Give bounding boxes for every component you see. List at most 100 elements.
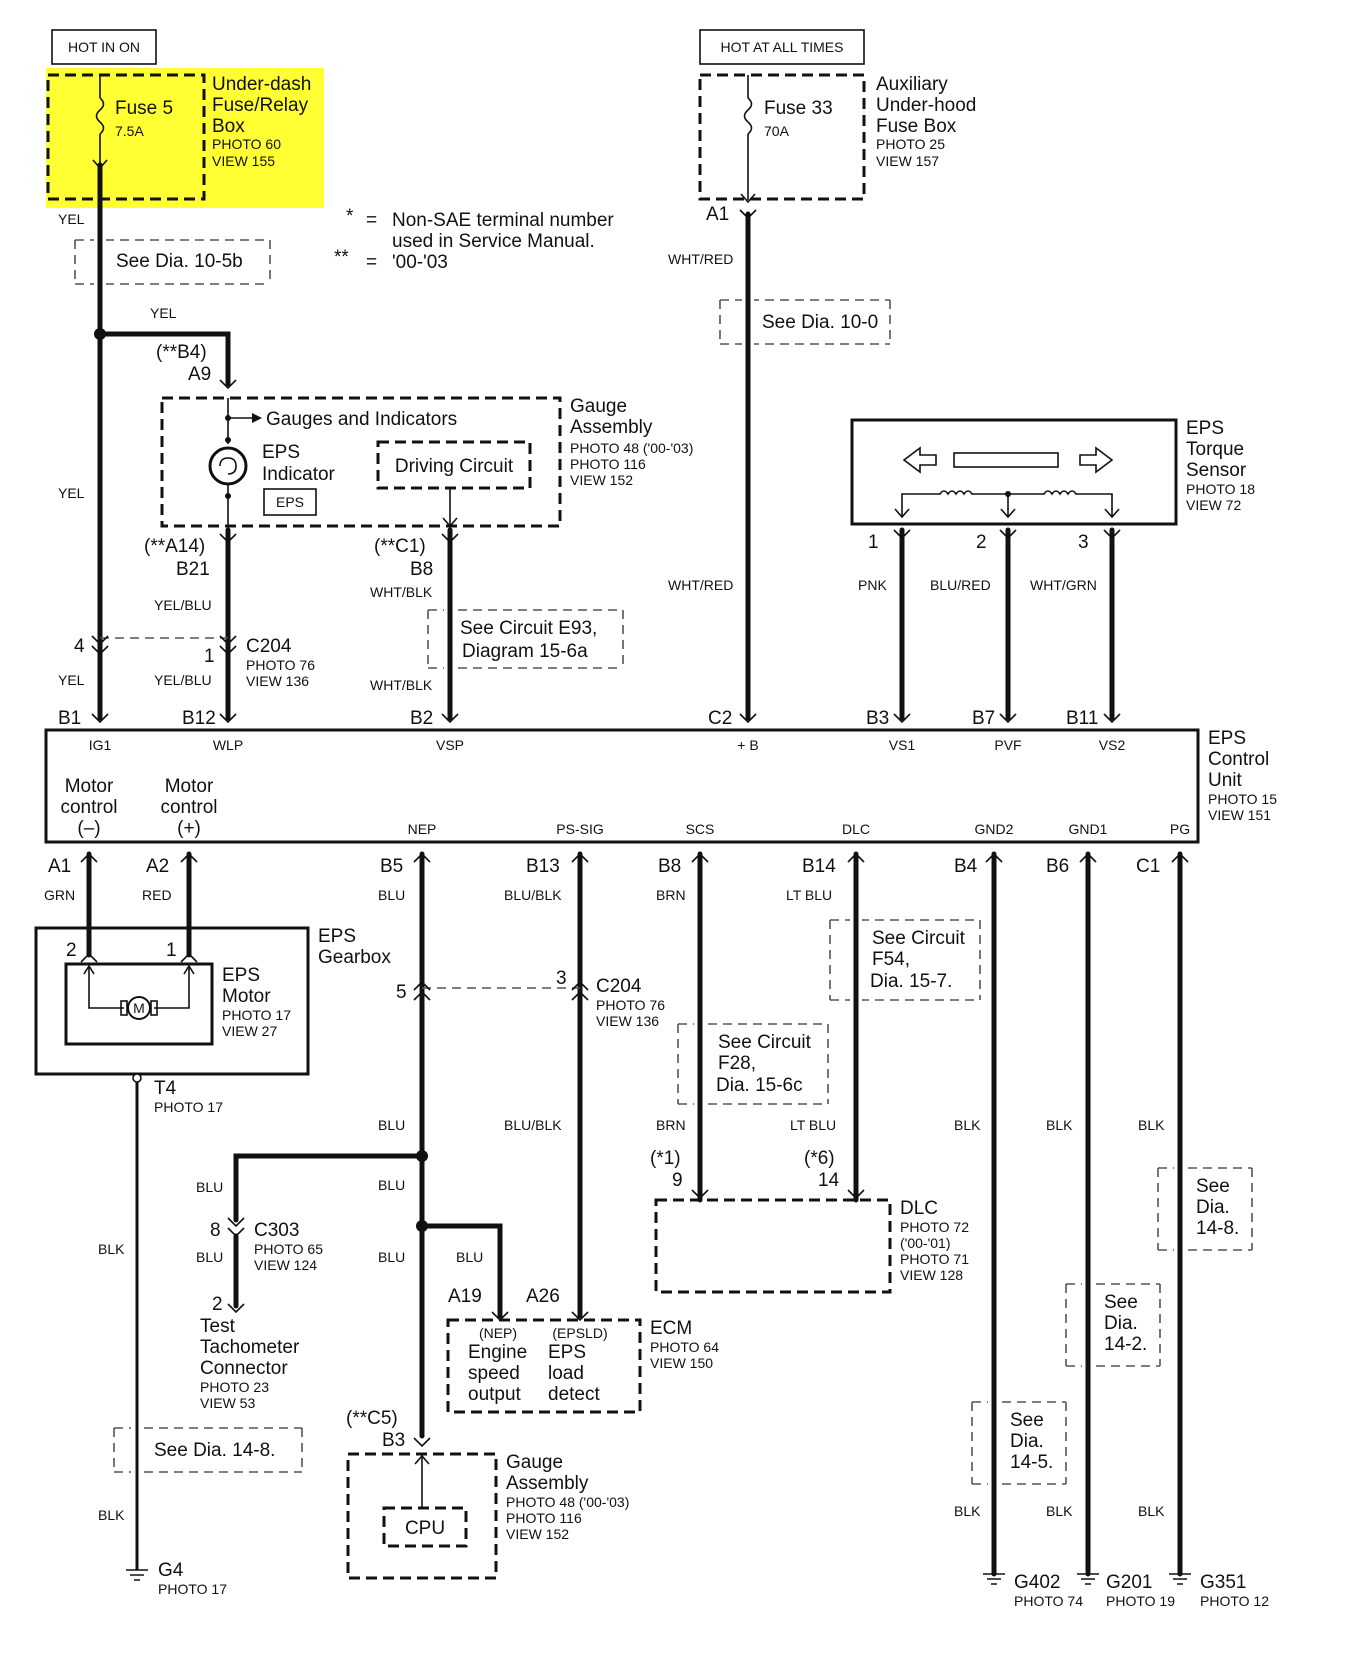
c303-view: VIEW 124 [254,1257,317,1273]
ecu-top-fork-b2 [441,713,459,724]
dlc-name: DLC [900,1198,938,1219]
wire-label-wht-red-2: WHT/RED [668,577,733,593]
eps-badge: EPS [276,494,304,510]
fuse-33-photo: PHOTO 25 [876,136,945,152]
gauge-b8-pin: B8 [410,559,433,580]
ref-f28-box [677,1023,829,1105]
ecu-motor-minus-1: Motor [65,776,114,797]
wire-label-pnk: PNK [858,577,887,593]
ground-g4-photo: PHOTO 17 [158,1581,227,1597]
note-star: * [346,206,354,227]
ecu-top-pin-c2: C2 [708,708,732,729]
gauge-internal-node-2 [225,437,231,443]
gauge-top-name-1: Gauge [570,396,627,417]
gauge-cpu-arrow [414,1454,430,1465]
eps-motor-name-1: EPS [222,965,260,986]
torque-sensor-pin-1: 1 [868,532,879,553]
ecu-top-pins: B1 IG1 B12 WLP B2 VSP C2 + B B3 VS1 B7 P… [58,708,1125,753]
fuse-33-view: VIEW 157 [876,153,939,169]
ecu-top-signal-wlp: WLP [213,737,243,753]
ecu-view: VIEW 151 [1208,807,1271,823]
c204-bottom-photo: PHOTO 76 [596,997,665,1013]
wire-label-blu-ecm: BLU [456,1249,483,1265]
ecu-name-3: Unit [1208,770,1243,791]
gauge-top-name-2: Assembly [570,417,653,438]
gearbox-t4: T4 [154,1078,177,1099]
eps-motor-box [64,962,214,1046]
ref-dia-14-2-see: See [1104,1292,1138,1313]
wire-label-blu-red: BLU/RED [930,577,991,593]
wire-label-lt-blu-2: LT BLU [790,1117,836,1133]
ref-dia-14-8-left-box [113,1427,303,1473]
tach-view: VIEW 53 [200,1395,255,1411]
tach-label-1: Test [200,1316,236,1337]
ref-dia-14-5-see: See [1010,1410,1044,1431]
gearbox-pin-1: 1 [166,940,177,961]
torque-sensor-arrow-2 [1000,508,1016,519]
ref-f28-line-3: Dia. 15-6c [716,1075,803,1096]
ecu-top-fork-b11 [1103,713,1121,724]
ref-dia-14-5-num: 14-5. [1010,1452,1053,1473]
ground-g402-icon [983,1573,1005,1585]
ground-g201-icon [1077,1573,1099,1585]
gauge-bottom-alt-pin: (**C5) [346,1408,398,1429]
gearbox-t4-terminal [132,1073,142,1083]
ecu-bottom-pin-b4: B4 [954,856,978,877]
fuse-33-symbol [743,97,753,135]
wire-label-brn-2: BRN [656,1117,686,1133]
wire-label-blk-gnd1-1: BLK [1046,1117,1073,1133]
ecm-epsld-line-3: detect [548,1384,600,1405]
torque-sensor-name-2: Torque [1186,439,1244,460]
dlc-photo-2: PHOTO 71 [900,1251,969,1267]
ecu-bottom-pin-c1: C1 [1136,856,1160,877]
c204-top-photo: PHOTO 76 [246,657,315,673]
ecu-bottom-pin-b8: B8 [658,856,681,877]
dlc-pin-14-fork [847,1189,865,1200]
ecu-name-1: EPS [1208,728,1246,749]
eps-indicator-label-2: Indicator [262,464,336,485]
eps-motor-view: VIEW 27 [222,1023,277,1039]
torque-sensor-right-arrow-icon [1079,446,1114,474]
ecm-epsld: (EPSLD) [552,1325,607,1341]
wire-label-blu-1: BLU [378,887,405,903]
ecm-nep-line-3: output [468,1384,522,1405]
wire-label-blk-t4-1: BLK [98,1241,125,1257]
torque-sensor-photo: PHOTO 18 [1186,481,1255,497]
gearbox-pin-2: 2 [66,940,77,961]
gauge-top-title: Gauges and Indicators [266,409,457,430]
ecm-pin-a26: A26 [526,1286,560,1307]
ref-dia-14-8-right-see: See [1196,1176,1230,1197]
wire-yel-to-gauge [97,331,231,387]
ecm-epsld-line-2: load [548,1363,584,1384]
gauge-a9-alt-pin: (**B4) [156,342,207,363]
driving-circuit-box [376,440,532,490]
fuse-33-terminal: A1 [706,204,729,225]
dlc-box [654,1198,892,1294]
wire-label-brn-1: BRN [656,887,686,903]
ecu-photo: PHOTO 15 [1208,791,1277,807]
ref-dia-14-8-left: See Dia. 14-8. [154,1440,275,1461]
ref-f28-line-2: F28, [718,1053,756,1074]
ecm-view: VIEW 150 [650,1355,713,1371]
ecm-nep: (NEP) [479,1325,517,1341]
ecu-top-fork-b12 [219,713,237,724]
ref-f54-box [829,919,981,1001]
ecu-bottom-pin-b5: B5 [380,856,403,877]
ecu-top-signal-pvf: PVF [994,737,1021,753]
fuse-5-rating: 7.5A [115,123,144,139]
eps-indicator-label-1: EPS [262,442,300,463]
wire-label-yel-1: YEL [58,211,85,227]
gauge-a9-pin: A9 [188,364,211,385]
ecu-top-fork-b7 [999,713,1017,724]
motor-internal-wire-right [154,966,190,1009]
ecu-bottom-forks [80,852,1189,863]
fuse-33-name: Fuse 33 [764,98,833,119]
ecu-top-pin-b3: B3 [866,708,889,729]
eps-motor-photo: PHOTO 17 [222,1007,291,1023]
ecm-box [446,1318,642,1414]
ecu-bottom-pin-b6: B6 [1046,856,1069,877]
note-star-text-2: used in Service Manual. [392,231,595,252]
fuse-5-symbol [95,97,105,135]
wire-label-blk-gnd2-2: BLK [954,1503,981,1519]
wire-label-blk-gnd1-2: BLK [1046,1503,1073,1519]
